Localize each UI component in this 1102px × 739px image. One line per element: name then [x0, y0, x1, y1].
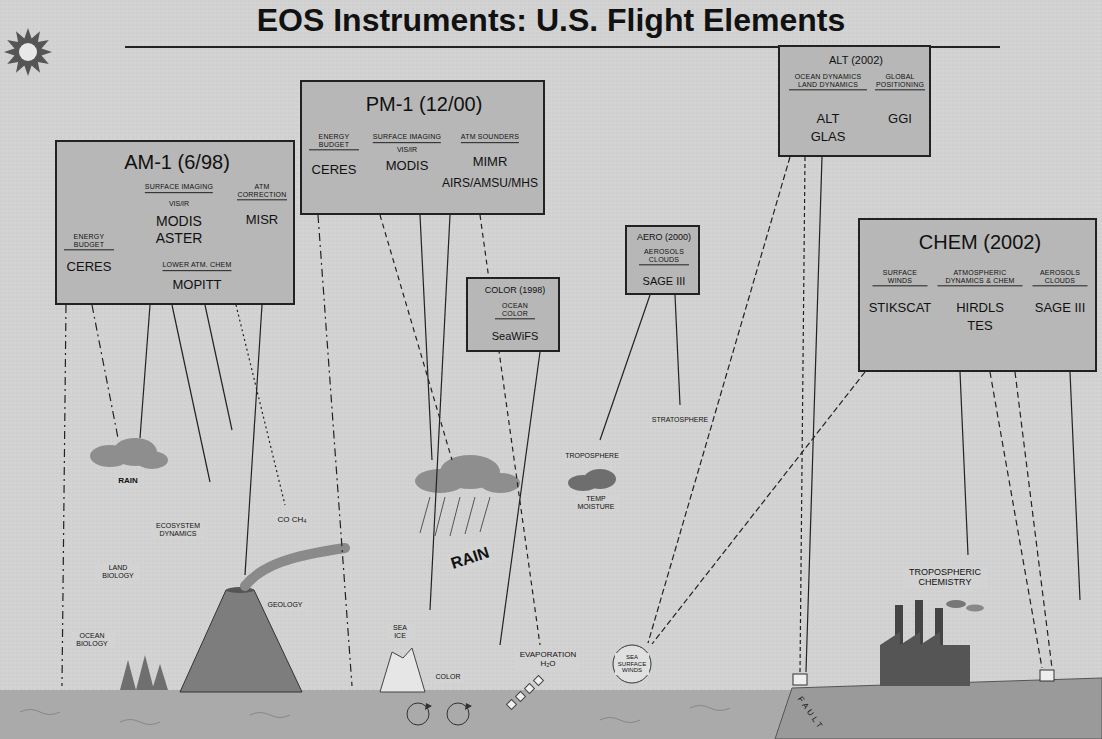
- instrument-name: TES: [967, 319, 992, 333]
- instrument-name: MOPITT: [172, 278, 221, 292]
- satellite-box: AERO (2000) AEROSOLS CLOUDS SAGE III: [625, 225, 700, 295]
- satellite-name: AM-1 (6/98): [124, 151, 230, 173]
- instrument-name: CERES: [312, 163, 357, 177]
- illustration-label: TEMP MOISTURE: [574, 494, 618, 511]
- illustration-label: TROPOSPHERE: [563, 451, 621, 461]
- measurement-category: ATM SOUNDERS: [461, 133, 519, 143]
- measurement-category: SURFACE WINDS: [873, 269, 928, 286]
- measurement-category: LOWER ATM. CHEM: [163, 261, 232, 271]
- sun: [4, 28, 52, 76]
- satellite-box: CHEM (2002) SURFACE WINDS STIKSCAT ATMOSPHE…: [858, 218, 1097, 372]
- measurement-category: OCEAN COLOR: [495, 302, 535, 319]
- measurement-category: SURFACE IMAGING: [145, 183, 213, 193]
- instrument-name: SAGE III: [1035, 301, 1086, 315]
- evaporation-chain: [507, 676, 544, 710]
- ground-receiver: [1040, 670, 1054, 681]
- wavelength-band: VIS/IR: [397, 146, 417, 154]
- illustration-label: STRATOSPHERE: [650, 415, 711, 425]
- measurement-category: ATM CORRECTION: [237, 183, 287, 200]
- instrument-name: HIRDLS: [956, 301, 1004, 315]
- satellite-name: COLOR (1998): [485, 286, 546, 296]
- land: [775, 678, 1102, 739]
- illustration-label: GEOLOGY: [265, 600, 304, 610]
- illustration-label: OCEAN BIOLOGY: [70, 631, 114, 648]
- satellite-name: AERO (2000): [637, 233, 691, 243]
- measurement-category: AEROSOLS CLOUDS: [1033, 269, 1088, 286]
- circulation-arrowheads: [425, 703, 472, 710]
- waves: [20, 706, 730, 725]
- instrument-name: GLAS: [811, 130, 846, 144]
- sea: [0, 690, 800, 739]
- rain-streaks: [420, 497, 490, 536]
- rain-cloud: [90, 438, 168, 469]
- illustration-label: SEA SURFACE WINDS: [615, 653, 649, 675]
- instrument-name: SeaWiFS: [492, 330, 538, 342]
- trees: [120, 655, 168, 690]
- instrument-name: ALT: [817, 112, 840, 126]
- satellite-box: AM-1 (6/98) SURFACE IMAGING VIS/IR MODIS AST…: [55, 140, 295, 305]
- troposphere-cloud: [568, 469, 616, 491]
- wind-symbol: [613, 645, 651, 683]
- instrument-name: STIKSCAT: [869, 301, 932, 315]
- measurement-category: AEROSOLS CLOUDS: [639, 248, 689, 265]
- instrument-name: AIRS/AMSU/MHS: [442, 177, 538, 190]
- diagram-title: EOS Instruments: U.S. Flight Elements: [0, 2, 1102, 39]
- instrument-name: MODIS: [156, 214, 202, 229]
- illustration-label: TROPOSPHERIC CHEMISTRY: [903, 567, 987, 589]
- instrument-name: ASTER: [156, 231, 203, 246]
- illustration-label: COLOR: [434, 672, 463, 682]
- satellite-box: ALT (2002) OCEAN DYNAMICS LAND DYNAMICS GL…: [778, 45, 931, 157]
- illustration-label: LAND BIOLOGY: [96, 563, 140, 580]
- wavelength-band: VIS/IR: [169, 200, 189, 208]
- measurement-category: ENERGY BUDGET: [64, 233, 114, 250]
- illustration-label: RAIN: [116, 476, 140, 487]
- instrument-name: MISR: [246, 213, 279, 227]
- measurement-category: ATMOSPHERIC DYNAMICS & CHEM: [938, 269, 1023, 286]
- illustration-label: CO CH₄: [275, 515, 308, 526]
- measurement-category: ENERGY BUDGET: [309, 133, 359, 150]
- ocean-circulation: [407, 703, 469, 725]
- measurement-category: SURFACE IMAGING: [373, 133, 441, 143]
- instrument-name: MIMR: [473, 155, 508, 169]
- instrument-name: GGI: [888, 112, 912, 126]
- satellite-name: CHEM (2002): [919, 231, 1041, 253]
- satellite-name: PM-1 (12/00): [366, 93, 483, 115]
- instrument-name: MODIS: [386, 159, 429, 173]
- satellite-name: ALT (2002): [829, 54, 883, 66]
- sea-ice: [380, 648, 425, 692]
- measurement-category: GLOBAL POSITIONING: [875, 73, 925, 90]
- instrument-name: SAGE III: [643, 275, 686, 287]
- measurement-category: OCEAN DYNAMICS LAND DYNAMICS: [789, 73, 867, 90]
- rain-cloud: [415, 455, 520, 493]
- instrument-name: CERES: [67, 260, 112, 274]
- satellite-box: PM-1 (12/00) ENERGY BUDGET CERES SURFACE IM…: [300, 80, 545, 215]
- satellite-box: COLOR (1998) OCEAN COLOR SeaWiFS: [466, 277, 560, 352]
- factory: [880, 600, 984, 686]
- illustration-label: SEA ICE: [386, 623, 415, 640]
- ground-receiver: [793, 674, 807, 685]
- illustration-label: EVAPORATION H₂O: [516, 650, 580, 670]
- illustration-label: ECOSYSTEM DYNAMICS: [151, 521, 205, 538]
- volcanic-plume: [245, 548, 345, 586]
